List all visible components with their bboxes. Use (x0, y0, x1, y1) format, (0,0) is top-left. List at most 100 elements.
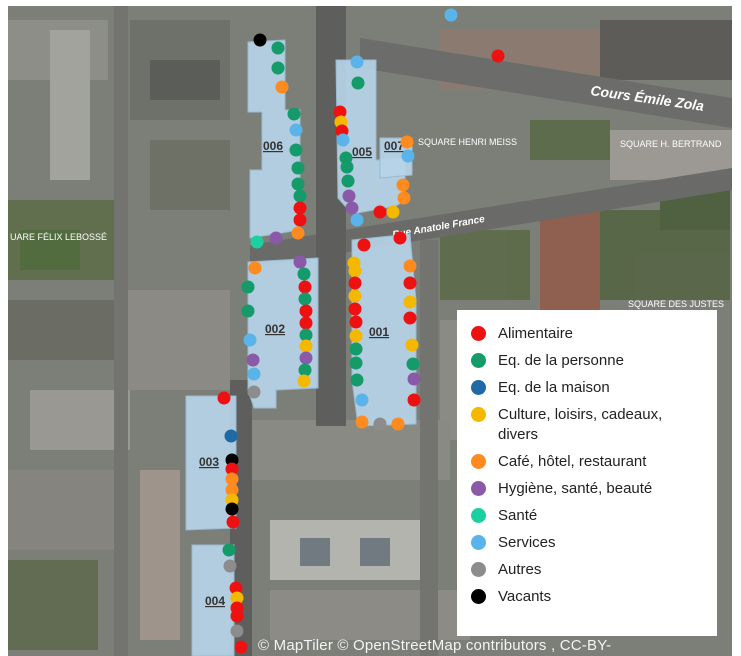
shop-marker-cafe (396, 178, 410, 192)
shop-marker-alimentaire (348, 276, 362, 290)
shop-marker-personne (350, 373, 364, 387)
shop-marker-personne (291, 177, 305, 191)
shop-marker-culture (386, 205, 400, 219)
legend-swatch-cafe (471, 454, 486, 469)
shop-marker-autres (373, 417, 387, 431)
shop-marker-culture (225, 493, 239, 507)
shop-marker-cafe (397, 191, 411, 205)
shop-marker-hygiene (299, 351, 313, 365)
shop-marker-alimentaire (349, 315, 363, 329)
shop-marker-culture (403, 295, 417, 309)
shop-marker-personne (351, 76, 365, 90)
shop-marker-alimentaire (403, 276, 417, 290)
legend-item-personne: Eq. de la personne (471, 351, 705, 371)
legend-item-sante: Santé (471, 506, 705, 526)
shop-marker-personne (241, 280, 255, 294)
shop-marker-alimentaire (407, 393, 421, 407)
shop-marker-cafe (355, 415, 369, 429)
shop-marker-alimentaire (348, 302, 362, 316)
shop-marker-alimentaire (230, 609, 244, 623)
shop-marker-services (336, 133, 350, 147)
shop-marker-services (247, 367, 261, 381)
shop-marker-alimentaire (333, 105, 347, 119)
shop-marker-services (289, 123, 303, 137)
shop-marker-hygiene (246, 353, 260, 367)
vegetation (8, 120, 730, 650)
legend-item-autres: Autres (471, 560, 705, 580)
shop-marker-culture (348, 289, 362, 303)
shop-marker-autres (230, 624, 244, 638)
shop-marker-maison (224, 429, 238, 443)
block-label-005: 005 (352, 145, 372, 159)
legend-swatch-services (471, 535, 486, 550)
legend-swatch-autres (471, 562, 486, 577)
street-cours-emile-zola (360, 38, 732, 128)
shop-marker-cafe (291, 226, 305, 240)
legend-label: Hygiène, santé, beauté (498, 480, 653, 497)
block-004-shape (191, 544, 235, 656)
block-label-007: 007 (384, 139, 404, 153)
legend-item-culture: Culture, loisirs, cadeaux, divers (471, 405, 705, 445)
legend-item-alimentaire: Alimentaire (471, 324, 705, 344)
shop-marker-alimentaire (357, 238, 371, 252)
shop-marker-alimentaire (299, 304, 313, 318)
shop-marker-hygiene (293, 255, 307, 269)
shop-marker-cafe (275, 80, 289, 94)
legend-label: Café, hôtel, restaurant (498, 453, 647, 470)
shop-markers (217, 8, 505, 654)
legend-item-hygiene: Hygiène, santé, beauté (471, 479, 705, 499)
legend-item-maison: Eq. de la maison (471, 378, 705, 398)
legend-swatch-hygiene (471, 481, 486, 496)
shop-marker-alimentaire (217, 391, 231, 405)
shop-marker-alimentaire (234, 640, 248, 654)
shop-marker-personne (271, 61, 285, 75)
shop-marker-services (444, 8, 458, 22)
shop-marker-personne (222, 543, 236, 557)
shop-marker-cafe (225, 472, 239, 486)
block-007-shape (379, 137, 413, 179)
shop-marker-personne (271, 41, 285, 55)
shop-marker-culture (230, 591, 244, 605)
shop-marker-sante (250, 235, 264, 249)
label-square-felix-lebosse: UARE FÉLIX LEBOSSÉ (10, 232, 107, 242)
legend-swatch-culture (471, 407, 486, 422)
shop-marker-personne (406, 357, 420, 371)
legend-label: Culture, loisirs, cadeaux, divers (498, 406, 663, 443)
shop-marker-personne (349, 342, 363, 356)
label-square-bertrand: SQUARE H. BERTRAND (620, 139, 722, 149)
block-label-002: 002 (265, 322, 285, 336)
shop-marker-autres (223, 559, 237, 573)
shop-marker-autres (247, 385, 261, 399)
legend-swatch-alimentaire (471, 326, 486, 341)
shop-marker-cafe (248, 261, 262, 275)
legend-label: Eq. de la maison (498, 379, 610, 396)
shop-marker-cafe (400, 135, 414, 149)
shop-marker-personne (291, 161, 305, 175)
shop-marker-services (355, 393, 369, 407)
shop-marker-cafe (391, 417, 405, 431)
shop-marker-personne (299, 328, 313, 342)
legend-label: Eq. de la personne (498, 352, 624, 369)
shop-marker-services (350, 213, 364, 227)
legend-label: Alimentaire (498, 325, 574, 342)
commercial-blocks (185, 39, 417, 656)
legend-label: Santé (498, 507, 538, 524)
shop-marker-vacants (225, 453, 239, 467)
shop-marker-culture (297, 374, 311, 388)
shop-marker-culture (405, 338, 419, 352)
shop-marker-personne (298, 292, 312, 306)
shop-marker-culture (349, 329, 363, 343)
legend-item-vacants: Vacants (471, 587, 705, 607)
shop-marker-personne (297, 267, 311, 281)
shop-marker-services (350, 55, 364, 69)
legend-label: Autres (498, 561, 542, 578)
shop-marker-services (243, 333, 257, 347)
shop-marker-alimentaire (293, 201, 307, 215)
shop-marker-personne (241, 304, 255, 318)
block-label-006: 006 (263, 139, 283, 153)
shop-marker-personne (349, 356, 363, 370)
legend-swatch-sante (471, 508, 486, 523)
shop-marker-alimentaire (491, 49, 505, 63)
legend-swatch-personne (471, 353, 486, 368)
shop-marker-culture (348, 264, 362, 278)
